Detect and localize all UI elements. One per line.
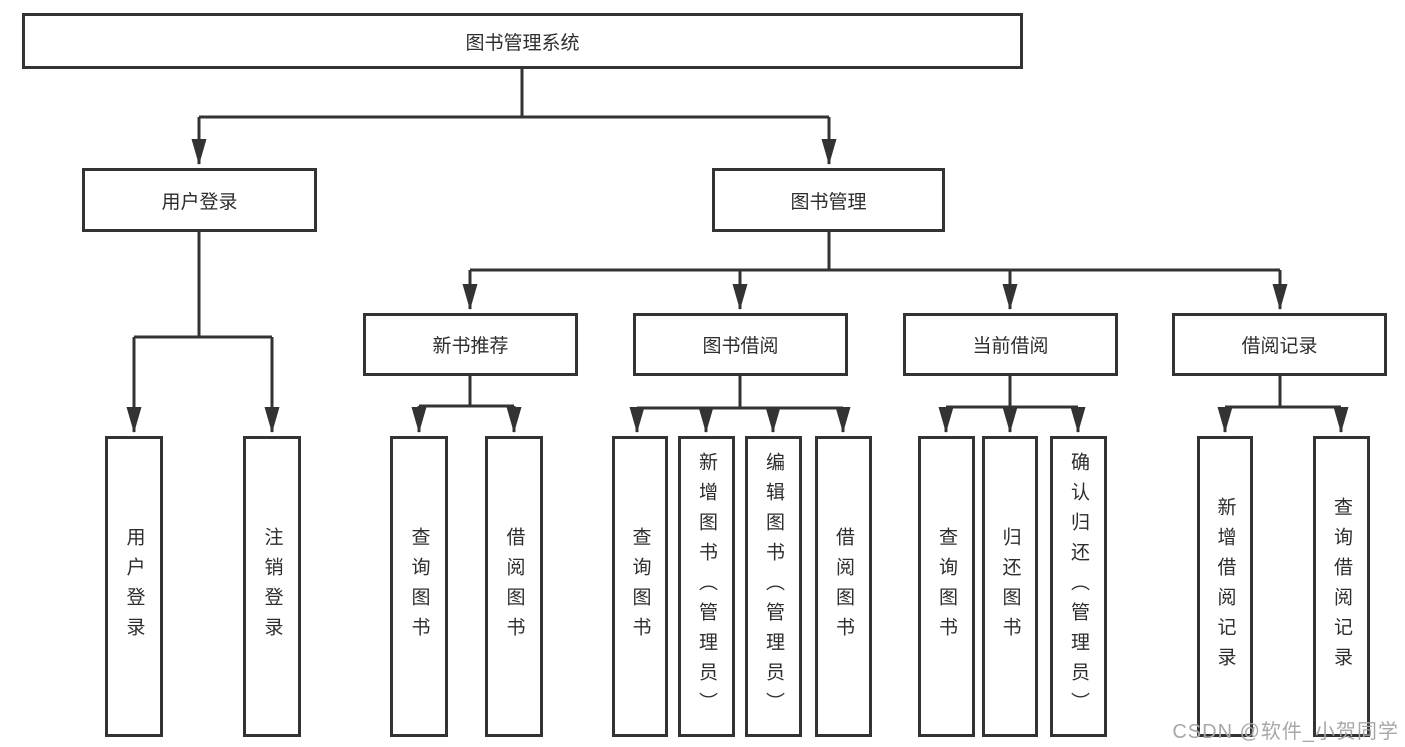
node-book-mgmt-label: 图书管理 — [790, 191, 867, 213]
leaf-bb-query-book: 查询图书 — [612, 436, 668, 737]
node-book-mgmt: 图书管理 — [712, 168, 945, 232]
csdn-watermark: CSDN @软件_小贺同学 — [1172, 721, 1399, 743]
node-current-borrow: 当前借阅 — [903, 313, 1118, 376]
node-current-borrow-label: 当前借阅 — [972, 336, 1049, 357]
node-root: 图书管理系统 — [22, 13, 1023, 69]
leaf-bb-edit-book-label: 编辑图书（管理员） — [763, 451, 784, 722]
leaf-bb-borrow-book: 借阅图书 — [815, 436, 872, 737]
leaf-cb-confirm-return-label: 确认归还（管理员） — [1068, 451, 1089, 722]
leaf-cb-return-book: 归还图书 — [982, 436, 1038, 737]
leaf-rec-query-book-label: 查询图书 — [408, 526, 430, 647]
wire-borrowrecord-bus — [1225, 376, 1341, 409]
leaf-br-add-record-label: 新增借阅记录 — [1214, 496, 1236, 677]
wire-newbookrec-bus — [419, 376, 514, 408]
node-borrow-record: 借阅记录 — [1172, 313, 1387, 376]
leaf-rec-borrow-book-label: 借阅图书 — [503, 526, 525, 647]
leaf-user-login: 用户登录 — [105, 436, 163, 737]
node-book-borrow: 图书借阅 — [633, 313, 848, 376]
node-borrow-record-label: 借阅记录 — [1241, 336, 1318, 357]
leaf-br-query-record: 查询借阅记录 — [1313, 436, 1370, 737]
leaf-cb-query-book-label: 查询图书 — [936, 526, 957, 647]
node-new-book-rec: 新书推荐 — [363, 313, 578, 376]
wire-bookborrow-bus — [637, 376, 843, 410]
leaf-user-login-label: 用户登录 — [123, 526, 145, 647]
node-book-borrow-label: 图书借阅 — [702, 336, 779, 357]
node-new-book-rec-label: 新书推荐 — [432, 336, 509, 357]
leaf-br-query-record-label: 查询借阅记录 — [1331, 496, 1352, 677]
leaf-br-add-record: 新增借阅记录 — [1197, 436, 1253, 737]
leaf-rec-query-book: 查询图书 — [390, 436, 448, 737]
wire-userlogin-bus — [134, 232, 272, 339]
leaf-rec-borrow-book: 借阅图书 — [485, 436, 543, 737]
leaf-bb-add-book-label: 新增图书（管理员） — [696, 451, 717, 722]
wire-root-bus — [199, 69, 829, 119]
leaf-logout-label: 注销登录 — [261, 526, 283, 647]
node-user-login-label: 用户登录 — [161, 191, 238, 213]
node-root-label: 图书管理系统 — [465, 32, 580, 54]
leaf-bb-add-book: 新增图书（管理员） — [678, 436, 735, 737]
leaf-cb-return-book-label: 归还图书 — [999, 526, 1021, 647]
wire-currentborrow-bus — [946, 376, 1078, 409]
leaf-logout: 注销登录 — [243, 436, 301, 737]
leaf-cb-confirm-return: 确认归还（管理员） — [1050, 436, 1107, 737]
leaf-bb-borrow-book-label: 借阅图书 — [833, 526, 854, 647]
leaf-bb-edit-book: 编辑图书（管理员） — [745, 436, 802, 737]
wire-bookmgmt-bus — [470, 232, 1280, 272]
leaf-bb-query-book-label: 查询图书 — [629, 526, 651, 647]
node-user-login: 用户登录 — [82, 168, 317, 232]
leaf-cb-query-book: 查询图书 — [918, 436, 975, 737]
